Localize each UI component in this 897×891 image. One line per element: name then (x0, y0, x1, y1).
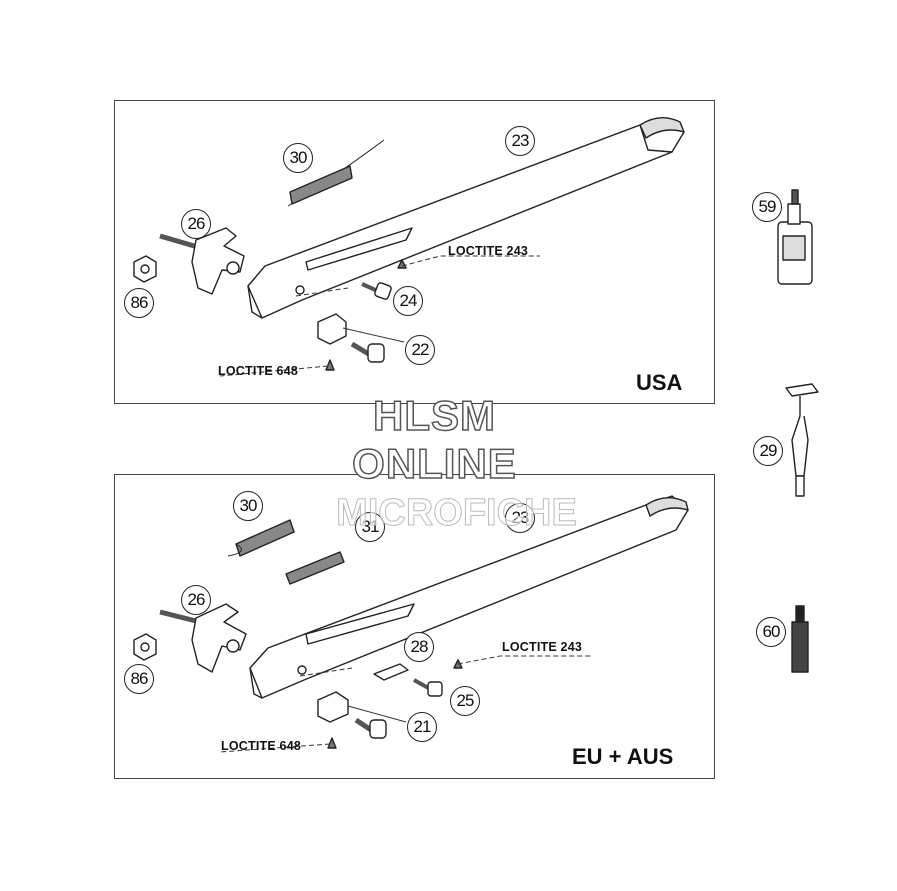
side-stand-usa (247, 117, 685, 319)
note-loctite-243-eu: LOCTITE 243 (502, 640, 582, 654)
callout-part-25-eu[interactable]: 25 (450, 686, 480, 716)
callout-part-26-eu[interactable]: 26 (181, 585, 211, 615)
callout-part-31-eu[interactable]: 31 (355, 512, 385, 542)
callout-part-28-eu[interactable]: 28 (404, 632, 434, 662)
callout-part-29[interactable]: 29 (753, 436, 783, 466)
callout-part-23-eu[interactable]: 23 (505, 503, 535, 533)
callout-part-22-usa[interactable]: 22 (405, 335, 435, 365)
callout-part-30-eu[interactable]: 30 (233, 491, 263, 521)
callout-part-23-usa[interactable]: 23 (505, 126, 535, 156)
callout-part-24-usa[interactable]: 24 (393, 286, 423, 316)
spring-usa (287, 139, 385, 207)
side-stand-eu (249, 495, 689, 699)
callout-part-30-usa[interactable]: 30 (283, 143, 313, 173)
loctite-bottle-59 (777, 189, 813, 285)
region-label-usa: USA (636, 370, 683, 395)
note-loctite-243-usa: LOCTITE 243 (448, 244, 528, 258)
note-loctite-648-eu: LOCTITE 648 (221, 739, 301, 753)
callout-part-86-usa[interactable]: 86 (124, 288, 154, 318)
callout-part-21-eu[interactable]: 21 (407, 712, 437, 742)
callout-part-26-usa[interactable]: 26 (181, 209, 211, 239)
region-label-eu-aus: EU + AUS (572, 744, 674, 769)
tool-29 (785, 383, 819, 497)
note-loctite-648-usa: LOCTITE 648 (218, 364, 298, 378)
loctite-small-60 (791, 605, 809, 673)
callout-part-59[interactable]: 59 (752, 192, 782, 222)
callout-part-86-eu[interactable]: 86 (124, 664, 154, 694)
callout-part-60[interactable]: 60 (756, 617, 786, 647)
